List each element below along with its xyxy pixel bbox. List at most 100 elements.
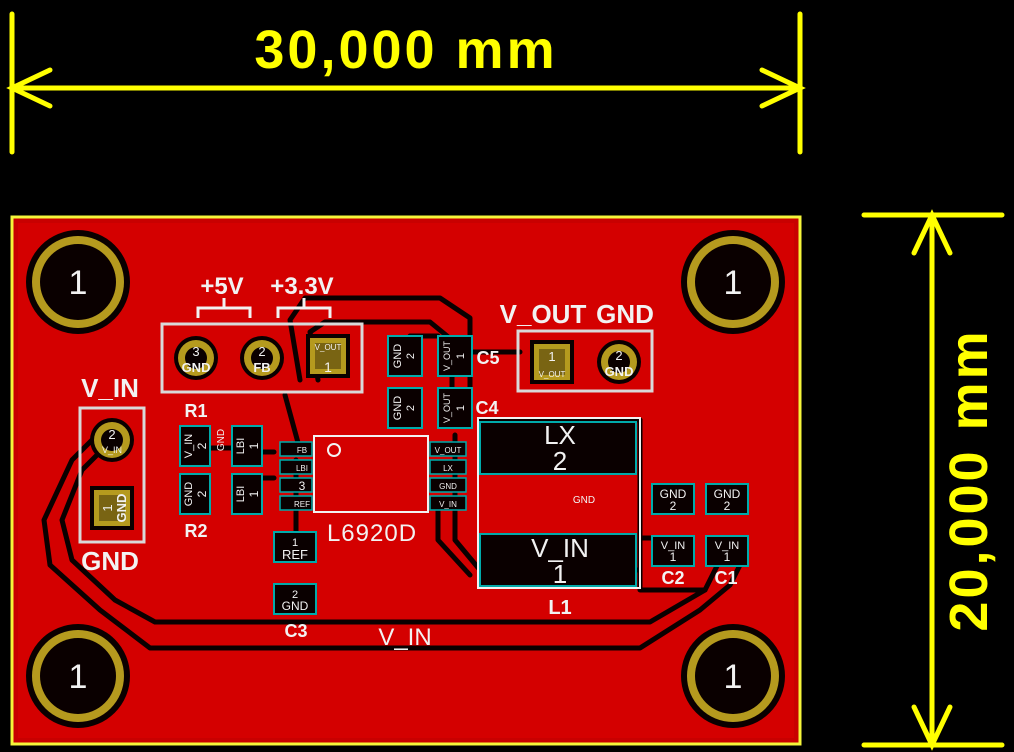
capacitor-c3: 1 REF 2 GND C3 bbox=[273, 531, 317, 641]
mounting-hole-br: 1 bbox=[681, 624, 785, 728]
svg-text:GND: GND bbox=[282, 599, 309, 613]
pad-gnd: 2 GND bbox=[597, 340, 641, 384]
svg-text:V_OUT: V_OUT bbox=[442, 392, 452, 423]
pad-vin: 2 V_IN bbox=[90, 418, 134, 462]
ic-left-pins: FB LBI 3 REF bbox=[279, 441, 313, 511]
capacitor-c1: GND 2 V_IN 1 C1 bbox=[705, 483, 749, 588]
svg-text:GND: GND bbox=[183, 482, 195, 507]
svg-text:LBI: LBI bbox=[235, 486, 247, 503]
svg-text:2: 2 bbox=[195, 490, 209, 497]
output-header: V_OUT GND 1 V_OUT 2 GND bbox=[500, 299, 654, 393]
svg-text:2: 2 bbox=[405, 353, 417, 359]
pad-pin1-vout: V_OUT 1 bbox=[306, 334, 350, 378]
copper-pour bbox=[18, 223, 794, 738]
svg-text:GND: GND bbox=[392, 396, 404, 421]
power-header: +5V +3.3V 3 GND 2 FB V_OUT 1 bbox=[160, 273, 364, 394]
height-dimension-label: 20,000 mm bbox=[939, 328, 999, 631]
svg-text:C4: C4 bbox=[475, 398, 498, 418]
svg-text:GND: GND bbox=[216, 429, 227, 451]
svg-text:1: 1 bbox=[455, 353, 467, 359]
svg-text:1: 1 bbox=[548, 349, 555, 364]
mounting-hole-tr: 1 bbox=[681, 230, 785, 334]
svg-text:2: 2 bbox=[108, 427, 115, 442]
svg-text:3: 3 bbox=[299, 479, 306, 493]
svg-text:L1: L1 bbox=[548, 597, 571, 619]
svg-text:V_OUT: V_OUT bbox=[539, 370, 566, 379]
resistor-r2: GND 2 LBI 1 R2 bbox=[179, 473, 263, 541]
svg-text:GND: GND bbox=[714, 487, 741, 501]
trace-net-label: V_IN bbox=[378, 624, 431, 651]
svg-text:2: 2 bbox=[553, 446, 567, 476]
resistor-r1: R1 V_IN 2 GND LBI 1 bbox=[179, 401, 263, 467]
svg-text:1: 1 bbox=[724, 550, 731, 564]
width-dimension-label: 30,000 mm bbox=[254, 20, 557, 80]
svg-text:R1: R1 bbox=[184, 401, 207, 421]
svg-text:FB: FB bbox=[253, 360, 270, 375]
svg-text:V_IN: V_IN bbox=[102, 445, 122, 455]
svg-text:1: 1 bbox=[455, 405, 467, 411]
ic-l6920d: FB LBI 3 REF V_OUT LX GND V_IN L6920D bbox=[279, 435, 467, 547]
svg-text:GND: GND bbox=[573, 495, 595, 506]
svg-text:2: 2 bbox=[615, 348, 622, 363]
svg-text:LX: LX bbox=[443, 464, 453, 473]
svg-text:1: 1 bbox=[324, 359, 332, 375]
svg-text:2: 2 bbox=[195, 442, 209, 449]
label-3v3: +3.3V bbox=[270, 273, 333, 300]
capacitor-c5: GND 2 V_OUT 1 C5 bbox=[387, 335, 500, 377]
capacitor-c4: GND 2 V_OUT 1 C4 bbox=[387, 387, 499, 429]
pad-pin2-fb: 2 FB bbox=[240, 336, 284, 380]
pad-vout: 1 V_OUT bbox=[530, 340, 574, 384]
svg-text:FB: FB bbox=[297, 446, 307, 455]
svg-text:C1: C1 bbox=[714, 568, 737, 588]
svg-text:R2: R2 bbox=[184, 521, 207, 541]
svg-text:GND: GND bbox=[182, 360, 211, 375]
svg-text:GND: GND bbox=[660, 487, 687, 501]
svg-text:2: 2 bbox=[724, 499, 731, 513]
svg-text:3: 3 bbox=[192, 344, 199, 359]
svg-text:LX: LX bbox=[544, 420, 576, 450]
svg-text:V_OUT: V_OUT bbox=[315, 343, 342, 352]
svg-text:REF: REF bbox=[294, 500, 310, 509]
svg-text:V_IN: V_IN bbox=[715, 540, 740, 552]
svg-text:1: 1 bbox=[100, 504, 115, 511]
label-vout: V_OUT bbox=[500, 299, 587, 329]
label-5v: +5V bbox=[200, 273, 243, 300]
width-dimension bbox=[6, 11, 806, 155]
svg-text:2: 2 bbox=[292, 589, 298, 601]
svg-text:V_IN: V_IN bbox=[661, 540, 686, 552]
svg-text:V_OUT: V_OUT bbox=[442, 340, 452, 371]
svg-text:2: 2 bbox=[405, 405, 417, 411]
label-gnd-in: GND bbox=[81, 546, 139, 576]
trace-vout-top bbox=[287, 295, 473, 393]
svg-text:V_IN: V_IN bbox=[531, 533, 589, 563]
svg-text:V_OUT: V_OUT bbox=[435, 446, 462, 455]
trace-vin-inner bbox=[59, 429, 723, 625]
svg-text:GND: GND bbox=[114, 494, 129, 523]
height-dimension bbox=[861, 209, 1005, 751]
svg-text:1: 1 bbox=[553, 559, 567, 589]
ic-reference: L6920D bbox=[327, 520, 417, 547]
mounting-hole-tl: 1 bbox=[26, 230, 130, 334]
svg-text:1: 1 bbox=[292, 537, 298, 549]
input-header: V_IN GND 2 V_IN 1 GND bbox=[78, 373, 146, 576]
svg-text:1: 1 bbox=[670, 550, 677, 564]
svg-text:GND: GND bbox=[439, 482, 457, 491]
ic-right-pins: V_OUT LX GND V_IN bbox=[429, 441, 467, 511]
svg-text:GND: GND bbox=[392, 344, 404, 369]
svg-text:C2: C2 bbox=[661, 568, 684, 588]
pad-pin3-gnd: 3 GND bbox=[174, 336, 218, 380]
mounting-holes: 1 1 1 1 bbox=[26, 230, 785, 728]
svg-text:1: 1 bbox=[247, 442, 261, 449]
label-gnd: GND bbox=[596, 299, 654, 329]
svg-text:1: 1 bbox=[247, 490, 261, 497]
capacitor-c2: GND 2 V_IN 1 C2 bbox=[651, 483, 695, 588]
mounting-hole-label: 1 bbox=[724, 264, 743, 302]
svg-text:LBI: LBI bbox=[296, 464, 308, 473]
svg-text:LBI: LBI bbox=[235, 438, 247, 455]
mounting-hole-label: 1 bbox=[69, 264, 88, 302]
pad-gnd-in: 1 GND bbox=[90, 486, 134, 530]
mounting-hole-bl: 1 bbox=[26, 624, 130, 728]
inductor-l1: LX 2 GND V_IN 1 L1 bbox=[477, 417, 641, 619]
svg-text:C5: C5 bbox=[476, 348, 499, 368]
